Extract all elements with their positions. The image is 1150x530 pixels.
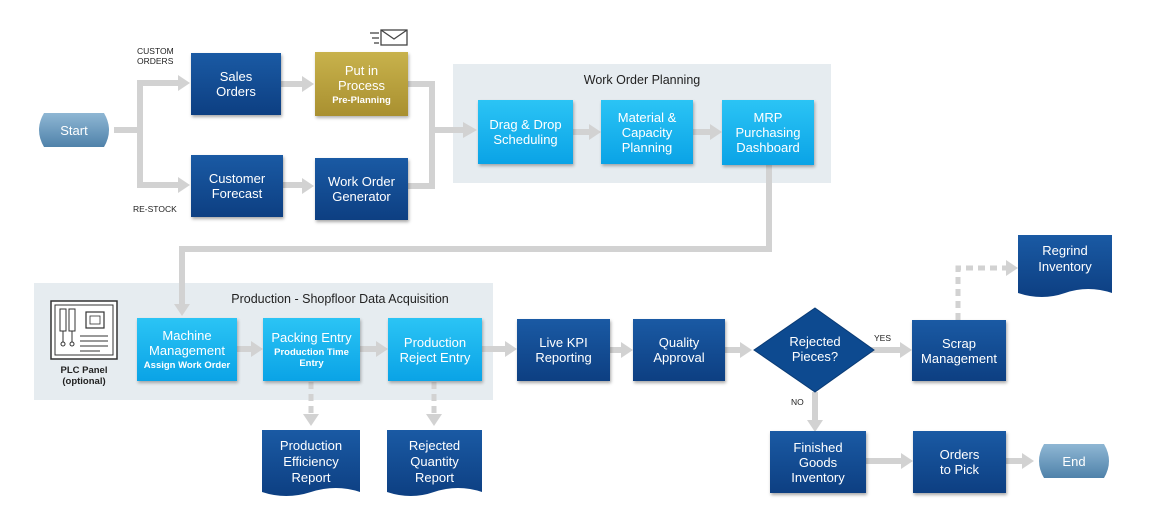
live-kpi-node[interactable]: Live KPI Reporting: [517, 319, 610, 381]
arrowhead: [178, 75, 190, 91]
start-terminal[interactable]: Start: [34, 113, 114, 147]
arrowhead: [251, 341, 263, 357]
arrowhead: [901, 453, 913, 469]
drag-drop-scheduling-node[interactable]: Drag & Drop Scheduling: [478, 100, 573, 164]
arrowhead: [302, 76, 314, 92]
mrp-dashboard-node[interactable]: MRP Purchasing Dashboard: [722, 100, 814, 165]
yes-label: YES: [874, 333, 892, 343]
arrowhead: [900, 342, 912, 358]
production-efficiency-label: Production Efficiency Report: [279, 438, 343, 485]
drag-drop-scheduling-label: Drag & Drop Scheduling: [489, 117, 562, 147]
scrap-management-node[interactable]: Scrap Management: [912, 320, 1006, 381]
live-kpi-label: Live KPI Reporting: [535, 335, 592, 365]
re-stock-label: RE-STOCK: [133, 204, 177, 214]
packing-entry-sub: Production Time Entry: [274, 347, 349, 369]
production-efficiency-doc[interactable]: Production Efficiency Report: [262, 430, 360, 500]
work-order-generator-node[interactable]: Work Order Generator: [315, 158, 408, 220]
scrap-management-label: Scrap Management: [921, 335, 997, 366]
material-capacity-node[interactable]: Material & Capacity Planning: [601, 100, 693, 164]
arrowhead: [463, 122, 477, 138]
arrowhead: [505, 341, 517, 357]
production-reject-entry-node[interactable]: Production Reject Entry: [388, 318, 482, 381]
machine-management-label: Machine Management: [149, 328, 225, 358]
finished-goods-node[interactable]: Finished Goods Inventory: [770, 431, 866, 493]
machine-management-sub: Assign Work Order: [143, 360, 231, 371]
arrowhead: [807, 420, 823, 432]
production-group-title: Production - Shopfloor Data Acquisition: [231, 292, 449, 306]
arrowhead: [174, 304, 190, 316]
work-order-generator-label: Work Order Generator: [328, 174, 395, 204]
connector-start-split: [114, 80, 178, 188]
quality-approval-node[interactable]: Quality Approval: [633, 319, 725, 381]
arrowhead: [621, 342, 633, 358]
planning-group-title: Work Order Planning: [583, 73, 701, 87]
arrowhead: [303, 414, 319, 426]
put-in-process-label: Put in Process: [338, 62, 385, 93]
rejected-pieces-label: Rejected Pieces?: [789, 334, 841, 364]
packing-entry-node[interactable]: Packing Entry Production Time Entry: [263, 318, 360, 381]
regrind-inventory-label: Regrind Inventory: [1038, 243, 1092, 274]
sales-orders-label: Sales Orders: [216, 69, 256, 99]
sales-orders-node[interactable]: Sales Orders: [191, 53, 281, 115]
packing-entry-label: Packing Entry: [271, 330, 352, 345]
arrowhead: [1006, 260, 1018, 276]
arrowhead: [589, 124, 601, 140]
finished-goods-label: Finished Goods Inventory: [791, 439, 845, 485]
email-icon: [370, 28, 410, 48]
arrowhead: [1022, 453, 1034, 469]
arrowhead: [740, 342, 752, 358]
arrowhead: [710, 124, 722, 140]
customer-forecast-node[interactable]: Customer Forecast: [191, 155, 283, 217]
plc-panel-icon: [50, 300, 120, 362]
mrp-dashboard-label: MRP Purchasing Dashboard: [735, 110, 801, 155]
end-label: End: [1062, 453, 1086, 469]
connector-put-planning: [408, 81, 463, 189]
machine-management-node[interactable]: Machine Management Assign Work Order: [137, 318, 237, 381]
put-in-process-sub: Pre-Planning: [332, 94, 391, 106]
arrowhead: [302, 178, 314, 194]
arrowhead: [376, 341, 388, 357]
regrind-inventory-doc[interactable]: Regrind Inventory: [1018, 235, 1112, 301]
production-reject-entry-label: Production Reject Entry: [399, 334, 471, 365]
rejected-quantity-label: Rejected Quantity Report: [408, 438, 461, 485]
rejected-pieces-diamond: [753, 307, 875, 393]
put-in-process-node[interactable]: Put in Process Pre-Planning: [315, 52, 408, 116]
orders-to-pick-label: Orders to Pick: [939, 447, 980, 477]
material-capacity-label: Material & Capacity Planning: [617, 109, 677, 155]
no-label: NO: [791, 397, 804, 407]
start-label: Start: [60, 122, 88, 138]
arrowhead: [178, 177, 190, 193]
arrowhead: [426, 414, 442, 426]
end-terminal[interactable]: End: [1034, 444, 1114, 478]
plc-panel-label: PLC Panel (optional): [60, 365, 108, 387]
rejected-quantity-doc[interactable]: Rejected Quantity Report: [387, 430, 482, 500]
quality-approval-label: Quality Approval: [653, 335, 705, 365]
connector-mrp-machine: [179, 165, 772, 304]
connector-scrap-regrind: [955, 265, 1006, 320]
customer-forecast-label: Customer Forecast: [208, 171, 266, 201]
custom-orders-label: CUSTOM ORDERS: [137, 46, 174, 66]
orders-to-pick-node[interactable]: Orders to Pick: [913, 431, 1006, 493]
